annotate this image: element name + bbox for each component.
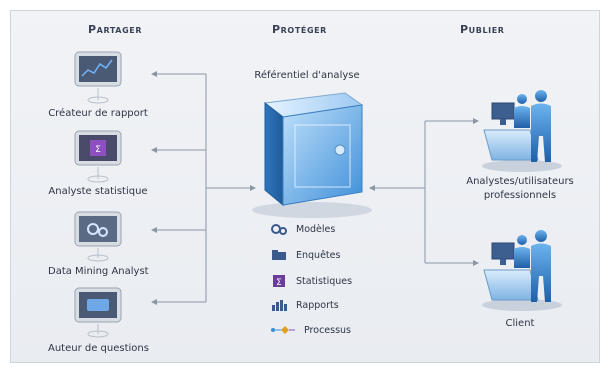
question-author-icon <box>74 287 122 338</box>
right-item-label-1a: Analystes/utilisateurs <box>466 176 574 187</box>
legend-item-statistics: Σ Statistiques <box>270 273 352 289</box>
legend-item-models: Modèles <box>270 221 335 237</box>
gears-icon <box>271 224 287 235</box>
users-at-desk-icon-1 <box>482 90 562 172</box>
legend-label-statistics: Statistiques <box>296 275 353 287</box>
stats-icon: Σ <box>273 275 285 287</box>
left-item-label-3: Data Mining Analyst <box>48 266 149 277</box>
legend-item-reports: Rapports <box>270 297 339 313</box>
legend-item-process: Processus <box>270 322 351 338</box>
legend-label-process: Processus <box>304 324 352 336</box>
legend-item-surveys: Enquêtes <box>270 247 340 263</box>
header-protect: Protéger <box>272 23 327 36</box>
legend-label-reports: Rapports <box>296 299 339 311</box>
header-publish: Publier <box>460 23 505 36</box>
left-item-label-4: Auteur de questions <box>48 343 149 354</box>
folder-icon <box>272 250 286 260</box>
left-item-label-1: Créateur de rapport <box>48 108 148 119</box>
process-flow-icon <box>271 326 295 334</box>
svg-text:Σ: Σ <box>95 145 101 155</box>
right-item-label-1b: professionnels <box>483 190 557 201</box>
users-at-desk-icon-2 <box>482 230 562 311</box>
left-item-label-2: Analyste statistique <box>48 186 148 197</box>
statistics-icon: Σ <box>74 130 122 183</box>
legend-label-surveys: Enquêtes <box>296 249 341 261</box>
repository-label: Référentiel d'analyse <box>254 70 360 81</box>
svg-text:Σ: Σ <box>276 278 282 287</box>
legend-label-models: Modèles <box>296 223 336 235</box>
data-mining-icon <box>74 211 122 262</box>
right-item-label-2: Client <box>505 318 535 329</box>
bar-chart-icon <box>272 300 287 311</box>
header-share: Partager <box>88 23 143 36</box>
report-chart-icon <box>74 51 122 104</box>
